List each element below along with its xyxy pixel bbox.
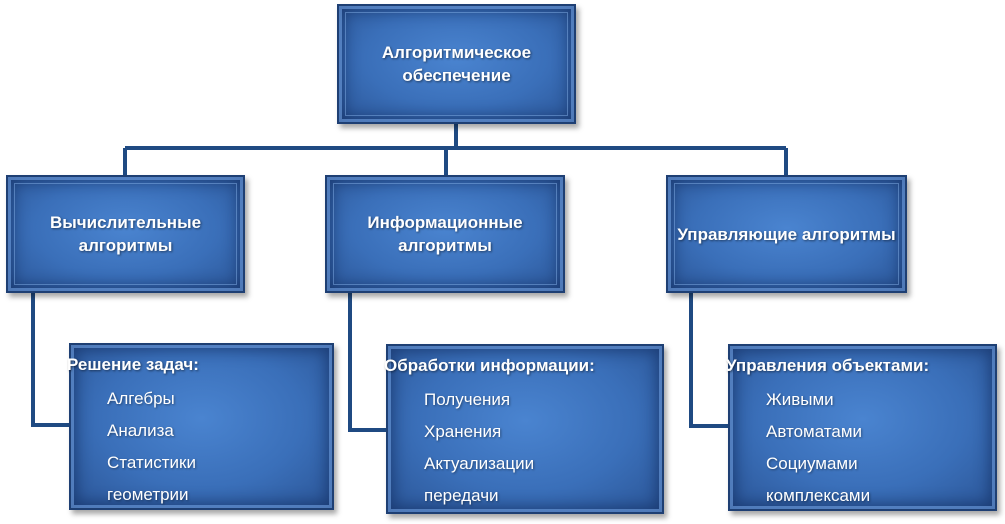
connector-branch-2-detail bbox=[348, 293, 386, 432]
detail-list-information: Получения Хранения Актуализации передачи bbox=[424, 384, 534, 512]
list-item: Получения bbox=[424, 390, 511, 409]
detail-box-information: Обработки информации: Получения Хранения… bbox=[384, 344, 664, 514]
list-item: геометрии bbox=[107, 485, 189, 504]
branch-box-information: Информационные алгоритмы bbox=[325, 175, 565, 293]
list-item: комплексами bbox=[766, 486, 871, 505]
list-item: Хранения bbox=[424, 422, 502, 441]
detail-list-control: Живыми Автоматами Социумами комплексами bbox=[766, 384, 870, 512]
root-box: Алгоритмическое обеспечение bbox=[337, 4, 576, 124]
branch-label-computational: Вычислительные алгоритмы bbox=[49, 213, 202, 255]
branch-box-computational: Вычислительные алгоритмы bbox=[6, 175, 245, 293]
list-item: Автоматами bbox=[766, 422, 863, 441]
connector-branch-3-detail bbox=[689, 293, 728, 428]
list-item: Алгебры bbox=[107, 389, 175, 408]
detail-heading-control: Управления объектами: bbox=[726, 356, 930, 375]
detail-box-computational: Решение задач: Алгебры Анализа Статистик… bbox=[67, 343, 334, 511]
list-item: Анализа bbox=[107, 421, 174, 440]
list-item: Живыми bbox=[766, 390, 834, 409]
branch-label-information: Информационные алгоритмы bbox=[367, 213, 523, 255]
detail-list-computational: Алгебры Анализа Статистики геометрии bbox=[107, 383, 196, 511]
detail-box-control: Управления объектами: Живыми Автоматами … bbox=[726, 344, 997, 512]
detail-heading-information: Обработки информации: bbox=[384, 356, 595, 375]
branch-box-control: Управляющие алгоритмы bbox=[666, 175, 907, 293]
detail-heading-computational: Решение задач: bbox=[67, 355, 199, 374]
list-item: Социумами bbox=[766, 454, 858, 473]
branch-label-control: Управляющие алгоритмы bbox=[677, 224, 896, 244]
connector-branch-1-detail bbox=[31, 292, 69, 427]
list-item: Актуализации bbox=[424, 454, 535, 473]
list-item: передачи bbox=[424, 486, 499, 505]
root-label: Алгоритмическое обеспечение bbox=[381, 43, 532, 85]
list-item: Статистики bbox=[107, 453, 196, 472]
